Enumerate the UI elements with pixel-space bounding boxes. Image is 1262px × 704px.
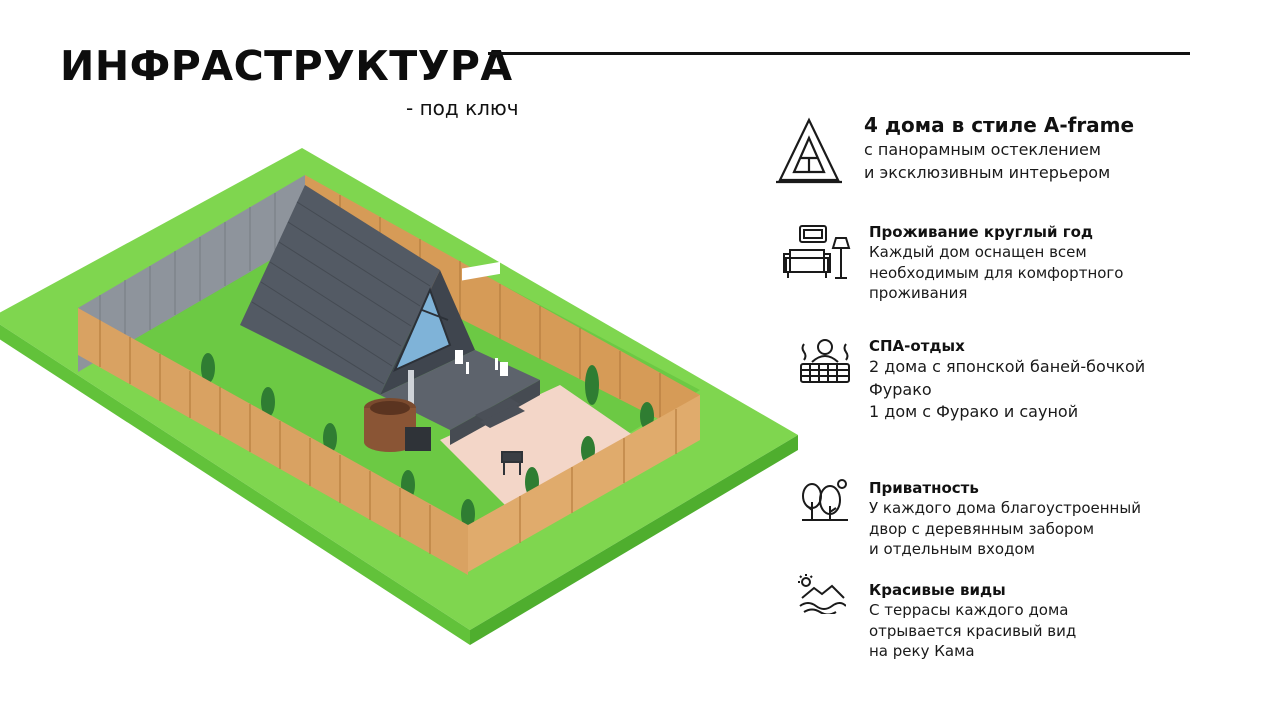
feature-a-frame: 4 дома в стиле A-frame с панорамным осте… <box>776 112 1246 192</box>
page-subtitle: - под ключ <box>406 96 519 120</box>
trees-icon <box>802 479 848 521</box>
feature-heading: Проживание круглый год <box>869 223 1093 241</box>
fence-front-right <box>468 395 700 572</box>
feature-line: У каждого дома благоустроенный <box>869 499 1141 517</box>
a-frame-house-icon <box>776 117 842 184</box>
title-divider <box>488 52 1190 55</box>
feature-line: отрывается красивый вид <box>869 621 1077 640</box>
fence-back-right <box>305 175 700 440</box>
feature-line: с панорамным остеклением <box>864 140 1101 159</box>
feature-heading: Приватность <box>869 479 979 497</box>
deck-table <box>455 261 508 376</box>
sofa-lamp-icon <box>783 225 851 279</box>
feature-line: проживания <box>869 284 968 302</box>
house-plot-illustration <box>0 148 798 645</box>
spa-barrel-icon <box>800 339 850 383</box>
feature-line: на реку Кама <box>869 642 975 660</box>
feature-spa: СПА-отдых 2 дома с японской баней-бочкой… <box>776 336 1246 426</box>
feature-year-round: Проживание круглый год Каждый дом оснаще… <box>776 222 1246 306</box>
ground-side-right <box>470 435 798 645</box>
feature-heading: Красивые виды <box>869 581 1006 599</box>
feature-heading: 4 дома в стиле A-frame <box>864 113 1135 137</box>
feature-views: Красивые виды С террасы каждого дома отр… <box>776 574 1246 664</box>
feature-line: 2 дома с японской баней-бочкой <box>869 357 1146 376</box>
feature-line: двор с деревянным забором <box>869 519 1095 538</box>
feature-line: С террасы каждого дома <box>869 601 1069 619</box>
feature-privacy: Приватность У каждого дома благоустроенн… <box>776 478 1246 562</box>
feature-line: и эксклюзивным интерьером <box>864 163 1111 182</box>
feature-line: Каждый дом оснащен всем <box>869 243 1087 261</box>
grill <box>501 451 523 475</box>
feature-line: Фурако <box>869 379 932 399</box>
feature-line: необходимым для комфортного <box>869 263 1124 282</box>
page-title: ИНФРАСТРУКТУРА <box>60 42 513 90</box>
fence-back-left <box>78 175 305 372</box>
feature-heading: СПА-отдых <box>869 337 965 355</box>
paving <box>440 385 640 510</box>
shrubs <box>201 353 654 529</box>
feature-line: 1 дом с Фурако и сауной <box>869 402 1079 421</box>
ground-side-left <box>0 324 470 645</box>
river-view-icon <box>798 574 846 614</box>
house-roof-left <box>240 185 440 395</box>
feature-line: и отдельным входом <box>869 540 1035 558</box>
